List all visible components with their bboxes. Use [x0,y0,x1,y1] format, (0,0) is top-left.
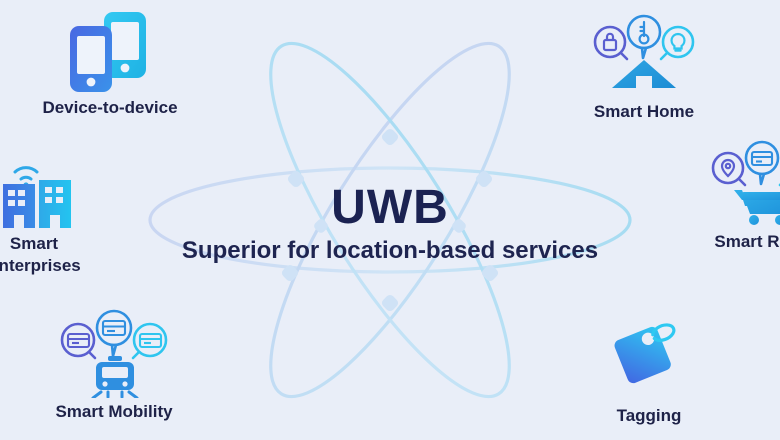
lock-icon [602,32,618,52]
two-smartphones-icon [70,12,146,92]
house-with-bubbles-icon [593,14,695,90]
feature-label-line2: Enterprises [0,256,81,275]
transit-card-bubble [95,309,133,358]
shopping-cart-icon [734,190,780,225]
thermometer-bubble [626,14,662,60]
ticket-icon [66,332,91,349]
feature-smart-mobility[interactable]: Smart Mobility [24,306,204,422]
feature-smart-home[interactable]: Smart Home [566,8,722,122]
orbit-ring-diagonal-left [269,41,511,399]
train-with-bubbles-icon [60,309,168,398]
feature-label-line1: Smart [9,234,59,253]
thermometer-icon [638,20,650,45]
ticket-icon-right [138,332,163,349]
house-icon [612,60,676,90]
feature-tagging[interactable]: Tagging [576,316,722,426]
train-icon [96,356,134,390]
orbit-node [381,128,399,146]
feature-label: Tagging [616,406,682,425]
credit-card-bubble [744,140,780,186]
orbit-node [314,219,328,233]
orbit-node [381,294,399,312]
feature-device-to-device[interactable]: Device-to-device [12,8,208,118]
credit-card-icon [750,150,774,167]
transit-card-icon [101,319,127,337]
orbit-node [475,170,493,188]
orbit-node [281,264,299,282]
orbit-node-group [281,128,499,312]
building-right [39,180,71,228]
location-pin-icon [720,158,736,178]
ticket-bubble-left [60,322,97,360]
feature-label: Smart Enterprises [0,233,104,277]
lightbulb-bubble [659,25,695,61]
orbit-node [287,170,305,188]
price-tag-icon [614,323,676,384]
orbit-ring-horizontal [148,166,632,274]
shopping-cart-with-bubbles-icon [711,140,780,225]
ticket-bubble-right [131,322,168,360]
feature-label: Device-to-device [42,98,178,117]
feature-smart-retail[interactable]: Smart Retail [686,136,780,252]
feature-label: Smart Home [593,102,695,121]
lock-bubble [593,25,629,61]
location-pin-bubble [711,151,747,187]
feature-label: Smart Mobility [55,402,173,421]
building-left [3,184,35,228]
feature-label: Smart Retail [714,232,780,251]
train-rails [91,390,139,398]
lightbulb-icon [670,32,686,52]
office-buildings-wifi-icon [3,166,71,228]
orbit-node [452,219,466,233]
feature-smart-enterprises[interactable]: Smart Enterprises [0,150,104,277]
orbit-node [481,264,499,282]
orbit-ring-diagonal-right [269,41,511,399]
